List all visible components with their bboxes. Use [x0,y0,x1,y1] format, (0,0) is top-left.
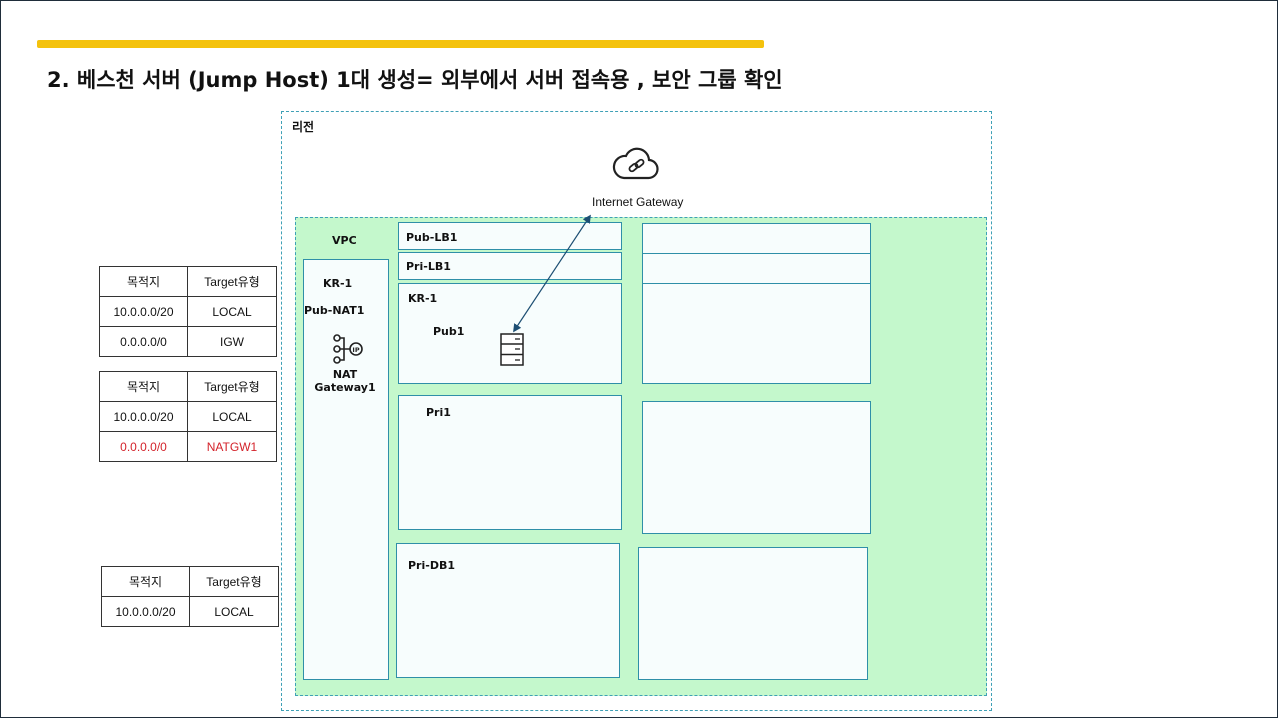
pri-lb1-label: Pri-LB1 [406,260,451,273]
pub2-subnet [642,283,871,384]
vpc-label: VPC [332,234,357,247]
column-header-target-type: Target유형 [187,266,277,297]
table-row: 0.0.0.0/0 IGW [99,326,277,357]
pri-db1-label: Pri-DB1 [408,559,455,572]
destination-cell: 10.0.0.0/20 [101,596,190,627]
column-header-target-type: Target유형 [189,566,279,597]
az-column-box [303,259,389,680]
table-row: 10.0.0.0/20 LOCAL [101,596,279,627]
column-header-target-type: Target유형 [187,371,277,402]
pub-nat-subnet-label: Pub-NAT1 [304,304,365,317]
column-header-destination: 목적지 [99,371,188,402]
route-table-public: 목적지 Target유형 10.0.0.0/20 LOCAL 0.0.0.0/0… [99,266,277,357]
az-label: KR-1 [323,277,353,290]
route-table-db: 목적지 Target유형 10.0.0.0/20 LOCAL [101,566,279,627]
destination-cell: 10.0.0.0/20 [99,401,188,432]
target-cell-highlight: NATGW1 [187,431,277,462]
pri2-subnet [642,401,871,534]
pub-lb2-subnet [642,223,871,254]
kr1-label: KR-1 [408,292,438,305]
cloud-link-icon [612,147,659,180]
table-header-row: 목적지 Target유형 [99,371,277,402]
destination-cell-highlight: 0.0.0.0/0 [99,431,188,462]
pub-lb1-label: Pub-LB1 [406,231,458,244]
column-header-destination: 목적지 [101,566,190,597]
destination-cell: 10.0.0.0/20 [99,296,188,327]
table-row: 10.0.0.0/20 LOCAL [99,401,277,432]
region-label: 리전 [292,120,315,134]
column-header-destination: 목적지 [99,266,188,297]
nat-gateway-label: NAT Gateway1 [314,368,376,394]
target-cell: IGW [187,326,277,357]
target-cell: LOCAL [189,596,279,627]
title-accent-bar [37,40,764,48]
pri-db1-subnet [396,543,620,678]
table-row: 10.0.0.0/20 LOCAL [99,296,277,327]
pri-lb2-subnet [642,253,871,284]
table-header-row: 목적지 Target유형 [99,266,277,297]
pub1-label: Pub1 [433,325,465,338]
table-row: 0.0.0.0/0 NATGW1 [99,431,277,462]
table-header-row: 목적지 Target유형 [101,566,279,597]
slide-title: 2. 베스천 서버 (Jump Host) 1대 생성= 외부에서 서버 접속용… [47,68,783,92]
pri-db2-subnet [638,547,868,680]
target-cell: LOCAL [187,296,277,327]
route-table-private: 목적지 Target유형 10.0.0.0/20 LOCAL 0.0.0.0/0… [99,371,277,462]
nat-gateway-icon: IP [333,334,363,364]
igw-label: Internet Gateway [592,195,684,209]
pri1-subnet [398,395,622,530]
pri1-label: Pri1 [426,406,451,419]
svg-text:IP: IP [352,346,359,354]
server-icon [500,333,524,366]
destination-cell: 0.0.0.0/0 [99,326,188,357]
target-cell: LOCAL [187,401,277,432]
